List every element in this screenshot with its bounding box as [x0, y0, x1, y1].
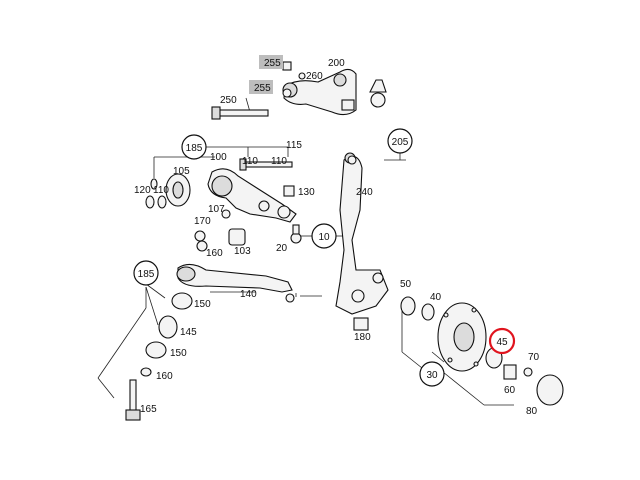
nut-60 [503, 364, 517, 380]
label-110a: 110 [242, 156, 258, 167]
callout-30[interactable]: 30 [419, 361, 445, 387]
bolt-165 [129, 379, 137, 415]
label-150b: 150 [170, 348, 187, 359]
label-40: 40 [430, 292, 442, 303]
label-150a: 150 [194, 299, 211, 310]
bushing-103 [228, 228, 246, 246]
callout-205[interactable]: 205 [387, 128, 413, 154]
label-20: 20 [276, 243, 288, 254]
callout-10[interactable]: 10 [311, 223, 337, 249]
label-70: 70 [528, 352, 540, 363]
label-103: 103 [234, 246, 251, 257]
tension-strut [177, 263, 293, 293]
label-145: 145 [180, 327, 197, 338]
label-170: 170 [194, 216, 211, 227]
svg-text:205: 205 [392, 137, 409, 148]
svg-text:185: 185 [186, 143, 203, 154]
label-160b: 160 [156, 371, 173, 382]
label-260: 260 [306, 71, 323, 82]
label-115: 115 [286, 140, 302, 151]
parts [125, 61, 564, 421]
hub-cap-80 [536, 374, 564, 406]
label-107: 107 [208, 204, 225, 215]
label-50: 50 [400, 279, 412, 290]
callout-185-top[interactable]: 185 [181, 134, 207, 160]
bushing-145 [158, 315, 178, 339]
svg-text:185: 185 [138, 269, 155, 280]
label-255a: 255 [264, 58, 281, 69]
label-105: 105 [173, 166, 190, 177]
label-200: 200 [328, 58, 345, 69]
upper-ball-joint [370, 92, 386, 108]
label-165: 165 [140, 404, 157, 415]
nut-180 [353, 317, 369, 331]
steering-knuckle [335, 155, 389, 315]
bushing-150a [171, 292, 193, 310]
dust-shield-50 [400, 296, 416, 316]
label-110b: 110 [153, 185, 169, 196]
bolt-250 [217, 109, 269, 117]
label-160a: 160 [206, 248, 223, 259]
seal-40 [421, 303, 435, 321]
label-240: 240 [356, 187, 373, 198]
label-100: 100 [210, 152, 227, 163]
label-250: 250 [220, 95, 237, 106]
part-labels: 255 255 260 200 250 100 110 115 105 120 … [134, 58, 540, 417]
label-120: 120 [134, 185, 151, 196]
svg-text:45: 45 [496, 337, 508, 348]
label-80: 80 [526, 406, 538, 417]
callout-185-left[interactable]: 185 [133, 260, 159, 286]
label-140: 140 [240, 289, 257, 300]
label-130: 130 [298, 187, 315, 198]
svg-text:30: 30 [426, 370, 438, 381]
label-110c: 110 [271, 156, 287, 167]
bushing-150b [145, 341, 167, 359]
label-255b: 255 [254, 83, 271, 94]
label-180: 180 [354, 332, 371, 343]
svg-text:10: 10 [318, 232, 330, 243]
callout-45-highlighted[interactable]: 45 [488, 327, 516, 355]
gray-boxes [249, 55, 283, 94]
label-60: 60 [504, 385, 516, 396]
